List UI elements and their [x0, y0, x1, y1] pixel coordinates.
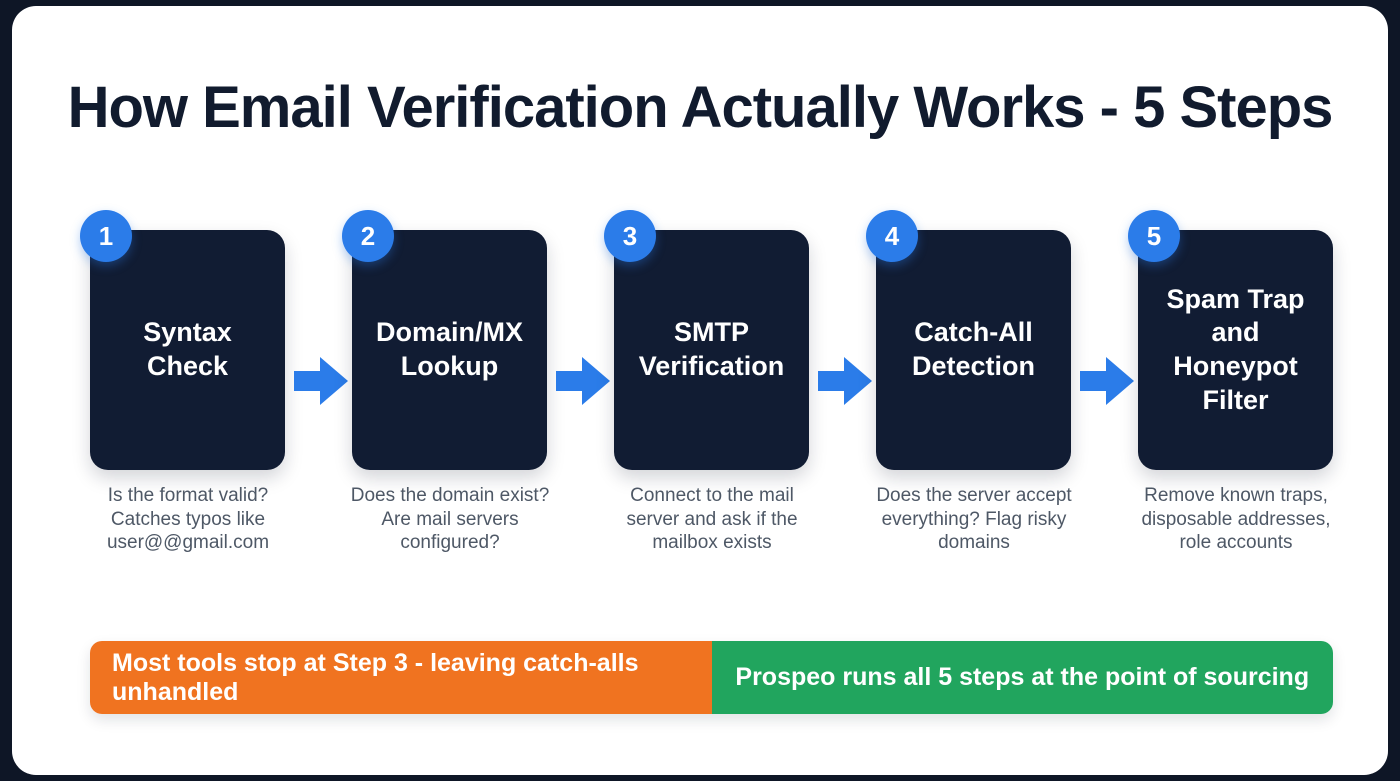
arrow-head	[844, 357, 872, 405]
arrow-right-icon	[294, 357, 348, 405]
arrow-bar	[294, 371, 321, 391]
step-title: Spam Trap and Honeypot Filter	[1166, 283, 1305, 415]
arrow-bar	[556, 371, 583, 391]
arrow-head	[1106, 357, 1134, 405]
arrow-right-icon	[1080, 357, 1134, 405]
step-description: Does the domain exist? Are mail servers …	[350, 485, 550, 554]
arrow-right-icon	[818, 357, 872, 405]
banner-prospeo-runs-all-steps: Prospeo runs all 5 steps at the point of…	[711, 641, 1333, 714]
step-title: Catch-All Detection	[911, 317, 1036, 381]
bottom-banner-row: Most tools stop at Step 3 - leaving catc…	[90, 641, 1333, 714]
step-description: Remove known traps, disposable addresses…	[1141, 485, 1331, 554]
step-description: Is the format valid? Catches typos like …	[106, 485, 270, 554]
infographic-canvas: How Email Verification Actually Works - …	[12, 6, 1388, 775]
step-number-badge: 1	[80, 210, 132, 262]
arrow-bar	[1080, 371, 1107, 391]
step-number-badge: 5	[1128, 210, 1180, 262]
step-number-badge: 2	[342, 210, 394, 262]
step-card-domain-mx-lookup: Domain/MX Lookup	[352, 230, 547, 470]
step-card-spam-trap-honeypot-filter: Spam Trap and Honeypot Filter	[1138, 230, 1333, 470]
arrow-right-icon	[556, 357, 610, 405]
step-number-badge: 3	[604, 210, 656, 262]
step-card-smtp-verification: SMTP Verification	[614, 230, 809, 470]
step-description: Does the server accept everything? Flag …	[876, 485, 1072, 554]
arrow-head	[582, 357, 610, 405]
step-description: Connect to the mail server and ask if th…	[626, 485, 798, 554]
page-title: How Email Verification Actually Works - …	[67, 75, 1334, 140]
banner-most-tools-stop: Most tools stop at Step 3 - leaving catc…	[90, 641, 712, 714]
step-title: Syntax Check	[143, 317, 232, 381]
step-title: Domain/MX Lookup	[375, 317, 523, 381]
arrow-head	[320, 357, 348, 405]
step-title: SMTP Verification	[638, 317, 785, 381]
arrow-bar	[818, 371, 845, 391]
step-card-syntax-check: Syntax Check	[90, 230, 285, 470]
step-card-catch-all-detection: Catch-All Detection	[876, 230, 1071, 470]
step-number-badge: 4	[866, 210, 918, 262]
